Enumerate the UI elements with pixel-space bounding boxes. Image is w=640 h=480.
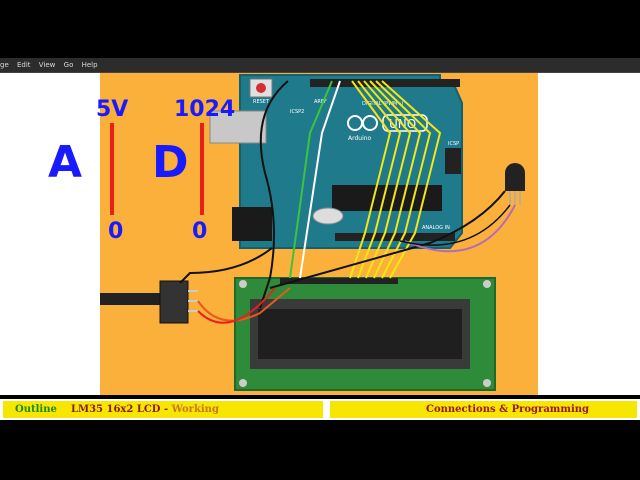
circuit-diagram: RESET UNO Arduino DIGI bbox=[48, 73, 538, 395]
icsp-header bbox=[445, 148, 461, 174]
analog-header bbox=[335, 233, 455, 241]
reset-label: RESET bbox=[253, 99, 270, 105]
label-1024: 1024 bbox=[174, 97, 236, 122]
wire-white bbox=[299, 80, 341, 279]
label-zero-digital: 0 bbox=[192, 219, 208, 244]
digital-label: DIGITAL (PWM~) bbox=[362, 101, 404, 107]
usb-port bbox=[209, 110, 267, 144]
icsp-label: ICSP bbox=[448, 141, 459, 147]
topic-bar: Outline LM35 16x2 LCD - Working Connecti… bbox=[0, 399, 640, 420]
topic-accent: Working bbox=[171, 404, 219, 415]
outline-label[interactable]: Outline bbox=[15, 404, 57, 415]
lm35-sensor bbox=[505, 163, 525, 205]
label-analog: A bbox=[48, 137, 83, 188]
menu-item-view[interactable]: View bbox=[38, 61, 56, 69]
topic-strip-left: Outline LM35 16x2 LCD - Working bbox=[3, 401, 323, 418]
topic-label[interactable]: LM35 16x2 LCD - Working bbox=[71, 401, 219, 418]
label-5v: 5V bbox=[96, 97, 129, 122]
lcd-module bbox=[234, 277, 496, 391]
menu-item-help[interactable]: Help bbox=[81, 61, 98, 69]
label-zero-analog: 0 bbox=[108, 219, 124, 244]
aref-label: AREF bbox=[314, 99, 327, 105]
menu-item-go[interactable]: Go bbox=[63, 61, 74, 69]
crystal bbox=[312, 207, 344, 225]
topic-strip-right: Connections & Programming bbox=[330, 401, 637, 418]
menu-item-file[interactable]: ge bbox=[0, 61, 9, 69]
wire-black-2 bbox=[179, 247, 273, 284]
wire-black-3 bbox=[269, 190, 506, 289]
analog-label: ANALOG IN bbox=[422, 225, 450, 231]
wire-black-4 bbox=[399, 204, 511, 246]
circuit-svg: RESET UNO Arduino DIGI bbox=[100, 74, 525, 391]
menu-bar: ge Edit View Go Help bbox=[0, 58, 640, 73]
connections-label[interactable]: Connections & Programming bbox=[426, 404, 590, 415]
potentiometer bbox=[100, 280, 198, 324]
wire-red bbox=[197, 287, 276, 324]
menu-item-edit[interactable]: Edit bbox=[16, 61, 31, 69]
board-sub-brand: Arduino bbox=[348, 135, 372, 142]
wire-black-1 bbox=[259, 80, 289, 309]
power-jack bbox=[232, 207, 272, 241]
wire-orange bbox=[197, 287, 291, 322]
wire-purple bbox=[404, 204, 516, 253]
drawing-canvas: RESET UNO Arduino DIGI bbox=[0, 73, 640, 395]
wire-green bbox=[289, 80, 333, 279]
topic-main: LM35 16x2 LCD - bbox=[71, 404, 172, 415]
arduino-board: RESET UNO Arduino DIGI bbox=[209, 74, 463, 249]
label-digital: D bbox=[152, 137, 189, 188]
icsp2-label: ICSP2 bbox=[290, 109, 304, 115]
